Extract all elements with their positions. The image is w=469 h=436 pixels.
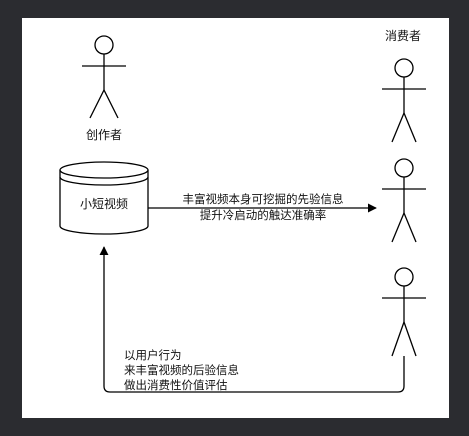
consumer-actor-icon xyxy=(382,267,426,357)
consumer-actor-icon xyxy=(382,58,426,143)
forward-arrow-label-line2: 提升冷启动的触达准确率 xyxy=(200,208,327,222)
creator-label: 创作者 xyxy=(86,128,122,142)
creator-actor-icon xyxy=(82,35,126,119)
forward-arrow-label-line1: 丰富视频本身可挖掘的先验信息 xyxy=(183,192,344,206)
consumer-label: 消费者 xyxy=(385,29,421,43)
feedback-arrow-label-line3: 做出消费性价值评估 xyxy=(124,378,228,392)
feedback-arrow-label-line1: 以用户行为 xyxy=(124,348,182,362)
feedback-arrow xyxy=(99,246,405,393)
video-database-icon xyxy=(59,161,149,235)
feedback-arrow-label-line2: 来丰富视频的后验信息 xyxy=(124,363,239,377)
video-label: 小短视频 xyxy=(80,196,128,211)
consumer-actor-icon xyxy=(382,158,426,243)
